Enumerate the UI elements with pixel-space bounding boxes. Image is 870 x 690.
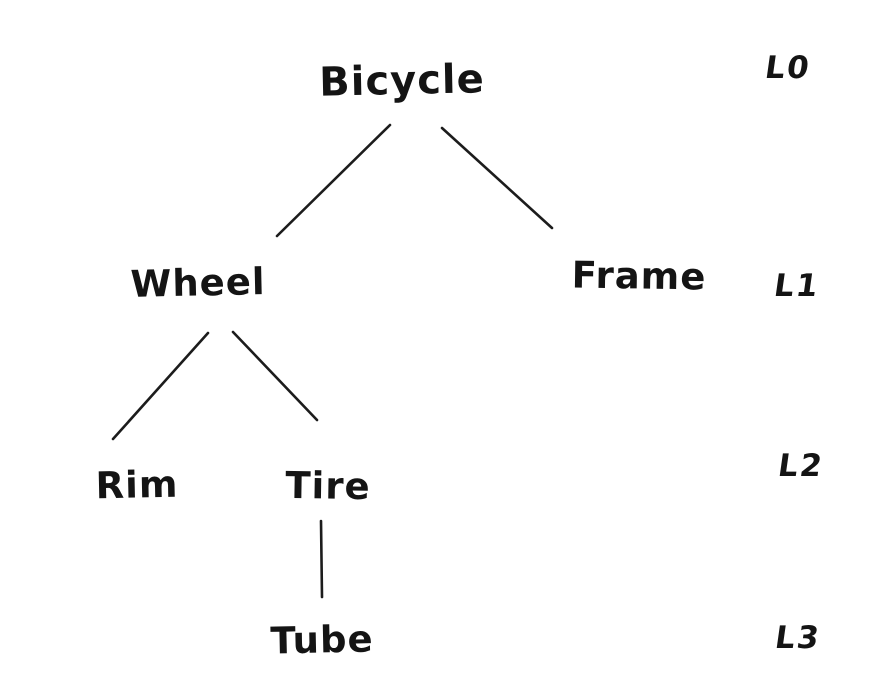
level-label-l0: L0 — [762, 50, 814, 86]
node-tire: Tire — [285, 463, 371, 509]
node-wheel: Wheel — [130, 260, 266, 306]
node-frame: Frame — [571, 253, 707, 299]
node-bicycle: Bicycle — [318, 56, 486, 106]
level-label-l2: L2 — [775, 448, 827, 484]
edge-bicycle-wheel — [275, 123, 392, 238]
edge-wheel-tire — [231, 330, 319, 422]
edge-bicycle-frame — [440, 126, 554, 230]
level-label-l1: L1 — [771, 268, 823, 304]
node-rim: Rim — [95, 462, 179, 508]
edge-tire-tube — [319, 519, 324, 599]
node-tube: Tube — [270, 617, 374, 663]
level-label-l3: L3 — [772, 620, 824, 656]
edge-wheel-rim — [111, 331, 210, 441]
